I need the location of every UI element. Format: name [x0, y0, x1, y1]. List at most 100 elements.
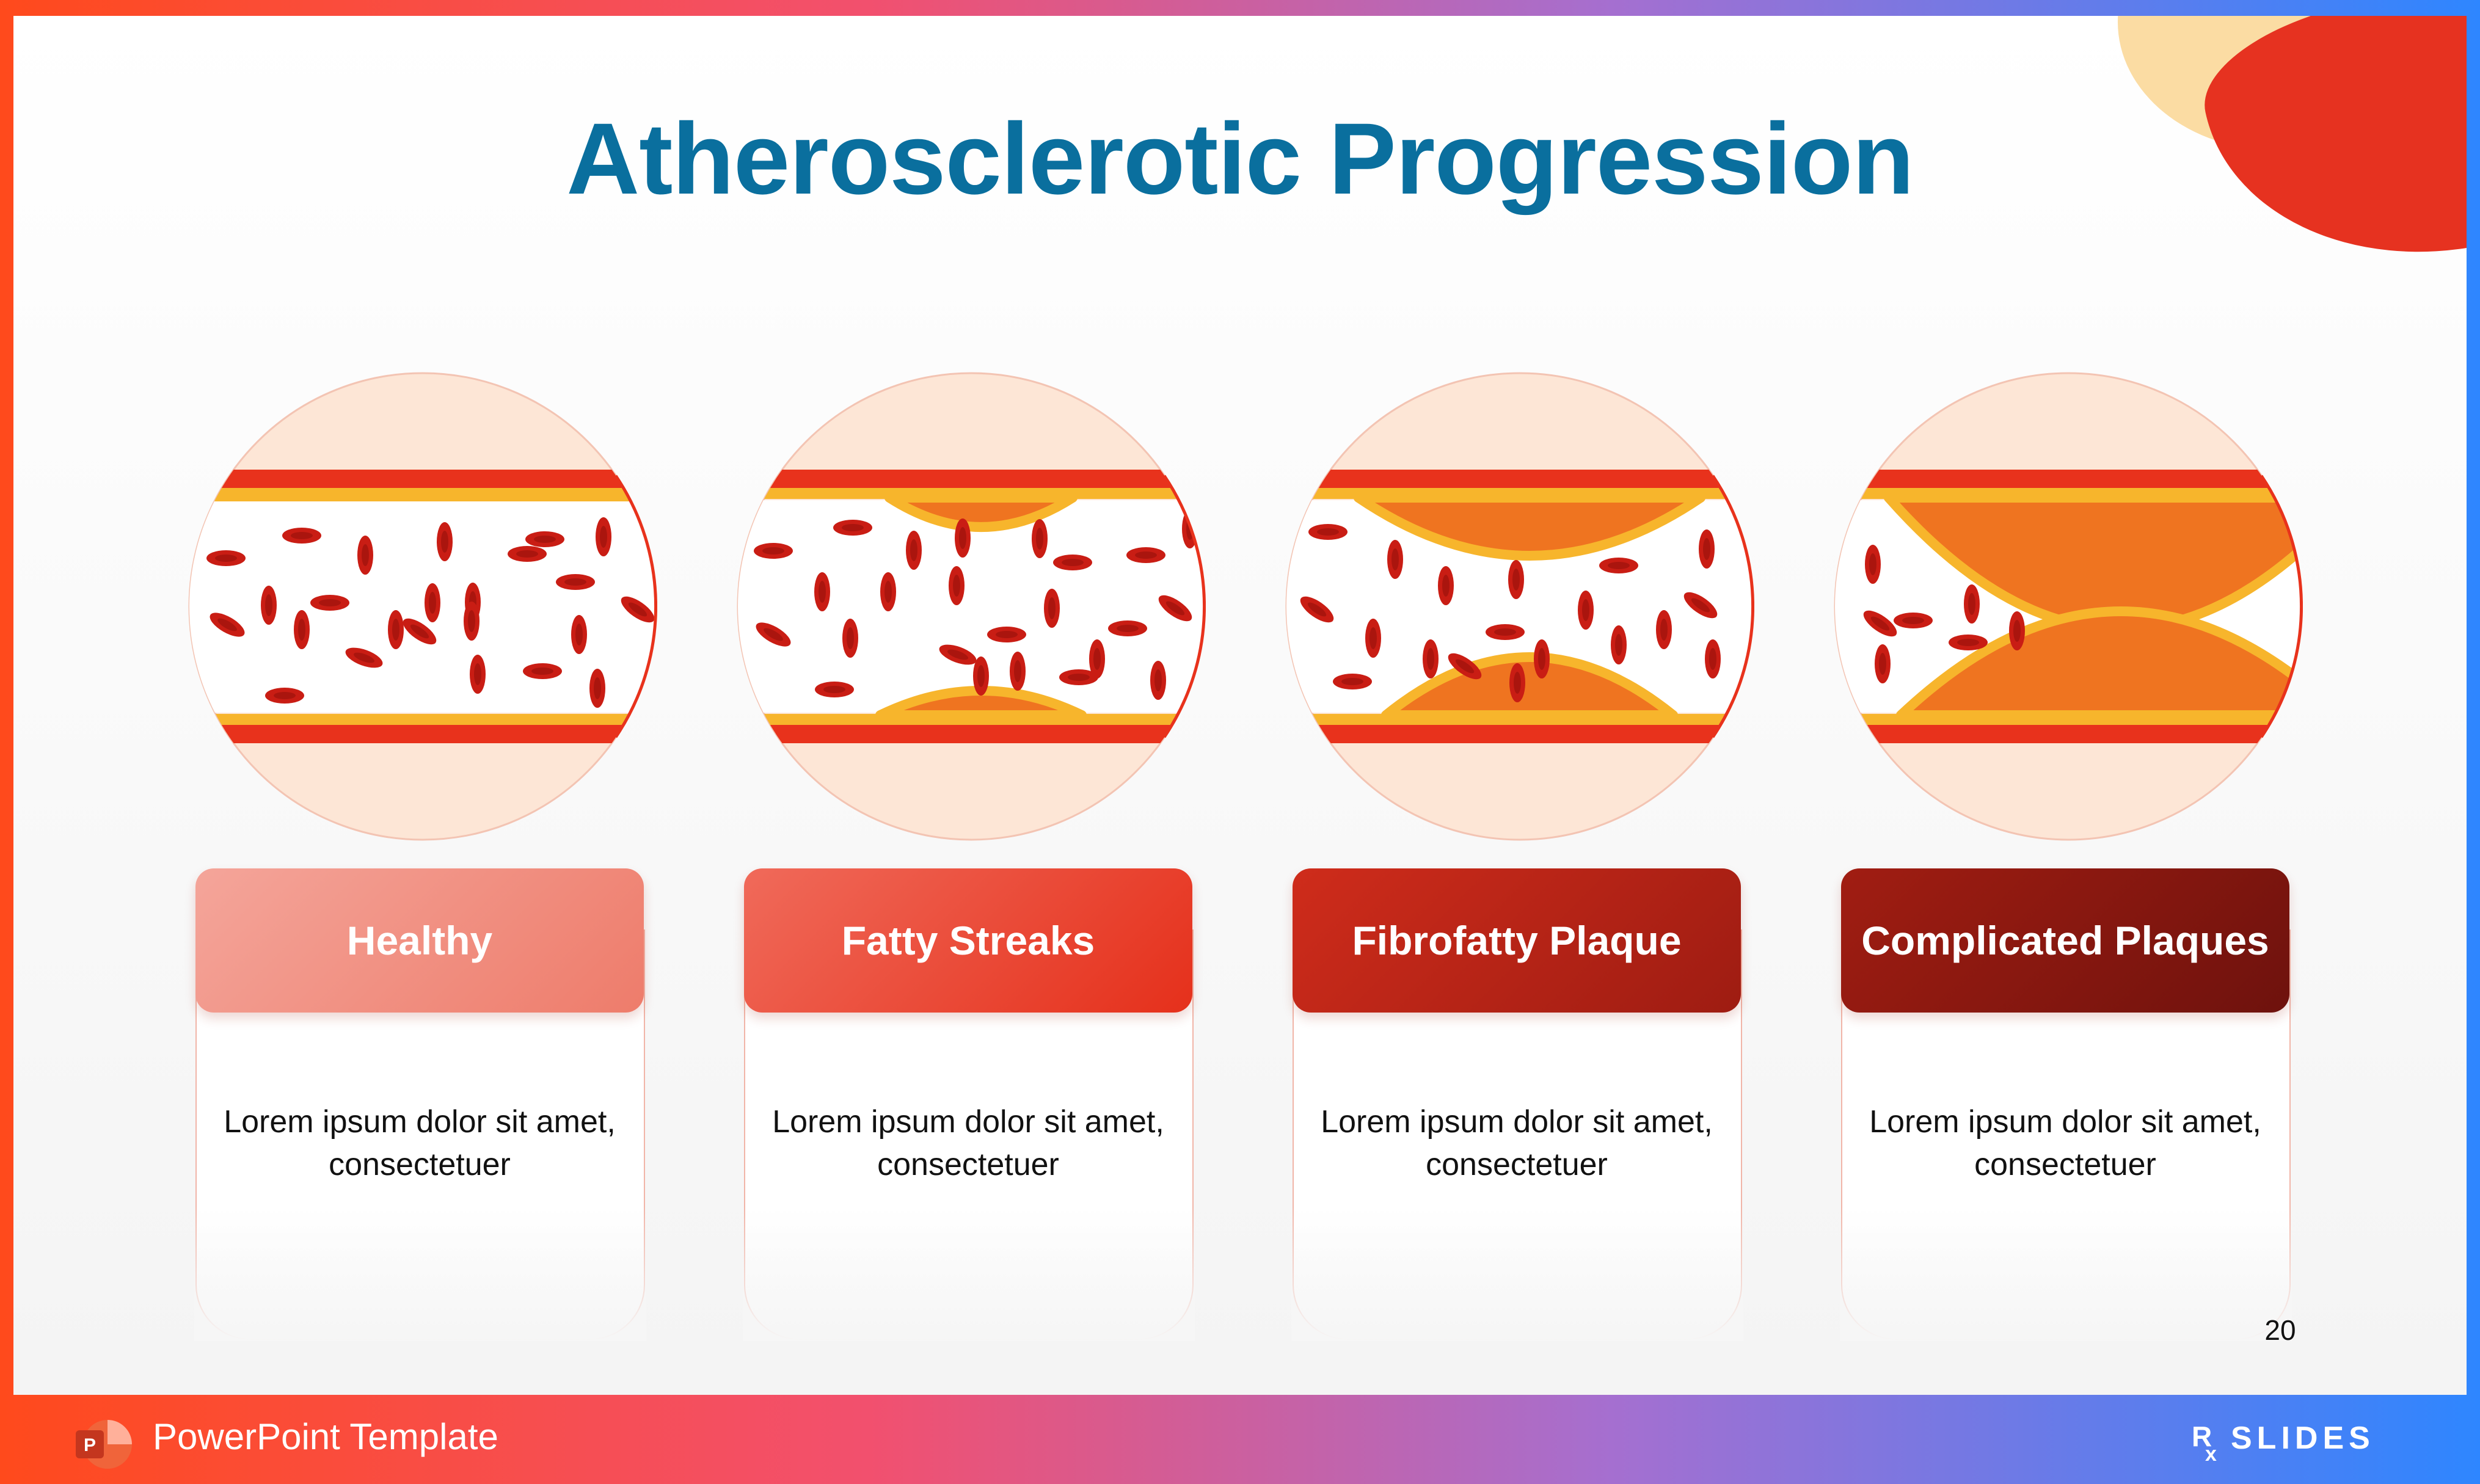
blood-cell-center — [1615, 634, 1622, 656]
blood-cell-center — [1582, 599, 1589, 621]
blood-cell — [1705, 639, 1721, 678]
blood-cell — [425, 583, 440, 622]
page-number: 20 — [2247, 1314, 2314, 1347]
blood-cell-center — [291, 532, 313, 539]
blood-cell-center — [1442, 575, 1450, 597]
artery-wall-bottom — [188, 725, 657, 743]
blood-cell — [1423, 639, 1439, 678]
artery-wall-top — [1834, 470, 2303, 488]
blood-cell — [987, 627, 1026, 642]
blood-cell-center — [1036, 528, 1043, 550]
blood-cell — [1894, 613, 1933, 628]
blood-cell-center — [842, 524, 864, 531]
blood-cell — [1387, 540, 1403, 579]
blood-cell — [1949, 635, 1988, 650]
blood-cell-center — [884, 581, 892, 603]
artery-illustration-complicated-plaques — [1834, 372, 2303, 841]
blood-cell — [1578, 591, 1594, 630]
blood-cell — [310, 595, 349, 611]
blood-cell — [1486, 624, 1525, 640]
blood-cell — [1438, 566, 1454, 605]
artery-illustration-fatty-streaks — [737, 372, 1206, 841]
blood-cell — [754, 543, 793, 559]
blood-cell-center — [600, 526, 607, 548]
stage-card-header: Complicated Plaques — [1841, 868, 2289, 1013]
blood-cell-center — [215, 555, 237, 562]
svg-text:P: P — [84, 1435, 96, 1455]
artery-wall-top-edge-inner — [188, 498, 657, 501]
blood-cell-center — [823, 686, 845, 693]
stage-card-fibrofatty-plaque: Fibrofatty Plaque Lorem ipsum dolor sit … — [1293, 868, 1741, 1339]
blood-cell-center — [762, 547, 784, 555]
blood-cell — [842, 619, 858, 658]
blood-cell-center — [429, 592, 436, 614]
blood-cell-center — [1879, 653, 1886, 675]
blood-cell — [1365, 619, 1381, 658]
blood-cell — [388, 610, 404, 649]
blood-cell — [596, 517, 611, 556]
blood-cell-center — [534, 536, 556, 543]
blood-cell-center — [575, 624, 583, 646]
stage-description: Lorem ipsum dolor sit amet, consectetuer — [1293, 1100, 1741, 1186]
blood-cell-center — [1391, 548, 1399, 570]
stage-description: Lorem ipsum dolor sit amet, consectetuer — [744, 1100, 1192, 1186]
artery-wall-top-edge — [188, 488, 657, 499]
stage-title: Fatty Streaks — [842, 917, 1095, 964]
blood-cell-center — [819, 581, 826, 603]
blood-cell-center — [1709, 648, 1716, 670]
blood-cell-center — [1608, 562, 1630, 569]
page-title: Atherosclerotic Progression — [13, 101, 2467, 217]
blood-cell-center — [1014, 660, 1021, 682]
blood-cell — [357, 536, 373, 575]
blood-cell — [1150, 661, 1166, 700]
artery-wall-bottom — [1285, 725, 1754, 743]
blood-cell-center — [1660, 619, 1668, 641]
blood-cell-center — [910, 539, 917, 561]
rxslides-logo: R x SLIDES — [2192, 1417, 2399, 1466]
blood-cell — [294, 610, 310, 649]
blood-cell — [1509, 663, 1525, 702]
blood-cell-center — [1341, 678, 1363, 685]
blood-cell — [814, 572, 830, 611]
blood-cell-center — [531, 667, 553, 675]
blood-cell — [571, 615, 587, 654]
blood-cell-center — [1514, 672, 1521, 694]
footer-template-label: PowerPoint Template — [153, 1416, 498, 1458]
blood-cell — [1699, 529, 1715, 569]
blood-cell — [1308, 524, 1348, 540]
svg-text:x: x — [2205, 1442, 2217, 1466]
blood-cell-center — [1117, 625, 1139, 632]
blood-cell-center — [1062, 559, 1084, 566]
powerpoint-icon: P — [73, 1418, 133, 1471]
stage-card-header: Healthy — [195, 868, 644, 1013]
blood-cell — [949, 566, 965, 605]
blood-cell — [556, 574, 595, 590]
artery-wall-top — [737, 470, 1206, 488]
blood-cell-center — [1135, 551, 1157, 559]
blood-cell-center — [847, 627, 854, 649]
stage-card-complicated-plaques: Complicated Plaques Lorem ipsum dolor si… — [1841, 868, 2289, 1339]
blood-cell-center — [392, 619, 399, 641]
blood-cell — [973, 657, 989, 696]
blood-cell-center — [298, 619, 305, 641]
blood-cell-center — [1869, 553, 1876, 575]
blood-cell-center — [1154, 669, 1162, 691]
artery-lumen — [188, 500, 657, 713]
blood-cell-center — [1703, 538, 1710, 560]
artery-illustration-healthy — [188, 372, 657, 841]
blood-cell-center — [1068, 674, 1090, 681]
blood-cell — [1333, 674, 1372, 689]
stage-card-fatty-streaks: Fatty Streaks Lorem ipsum dolor sit amet… — [744, 868, 1192, 1339]
blood-cell-center — [474, 663, 481, 685]
blood-cell — [1108, 620, 1147, 636]
blood-cell — [1964, 584, 1980, 624]
blood-cell-center — [953, 575, 960, 597]
blood-cell-center — [265, 594, 272, 616]
blood-cell — [261, 586, 277, 625]
blood-cell-center — [594, 677, 601, 699]
blood-cell — [833, 520, 872, 536]
artery-wall-bottom-edge — [188, 714, 657, 725]
blood-cell — [906, 531, 922, 570]
blood-cell — [523, 663, 562, 679]
artery-wall-bottom — [737, 725, 1206, 743]
